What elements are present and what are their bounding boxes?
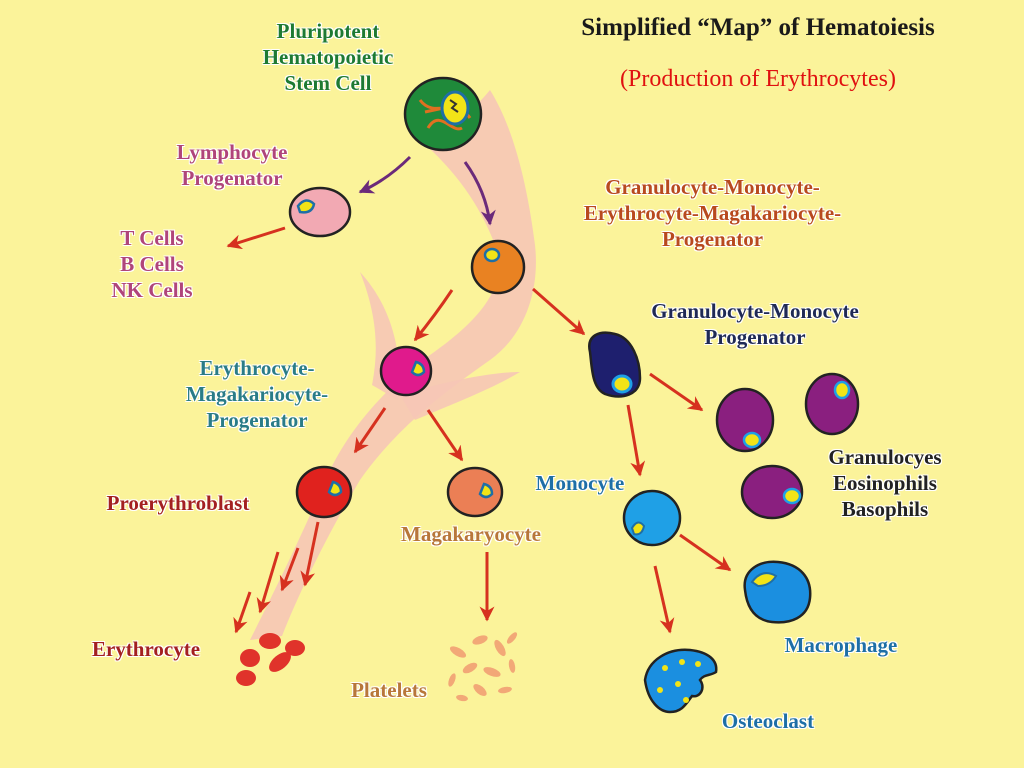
label-osteoclast: Osteoclast [721,709,815,733]
label-megakaryocyte: Magakaryocyte [401,522,541,546]
arrows [226,155,732,634]
arrow-gm-to-gran [649,372,704,412]
arrow-gmem-to-gm [532,287,586,336]
label-stem-cell: Pluripotent Hematopoietic Stem Cell [262,19,394,95]
proerythroblast-cell [295,465,353,519]
lymphocyte-progenitor-cell [288,186,352,238]
arrow-gmem-to-em [413,289,454,342]
page-subtitle: (Production of Erythrocytes) [620,66,896,92]
label-lymphocyte-progenitor: Lymphocyte Progenator [176,140,288,190]
arrow-proery-to-ery-3 [256,551,280,614]
arrow-stem-to-gmem [463,161,496,226]
arrow-em-to-mega [426,409,464,462]
arrow-em-to-proery [353,407,387,454]
page-title: Simplified “Map” of Hematoiesis [581,14,935,41]
label-proerythroblast: Proerythroblast [106,491,250,515]
osteoclast-cell [643,648,718,714]
pathway-ribbon-right [400,372,520,420]
arrow-gm-to-mono [626,404,646,477]
label-erythrocyte: Erythrocyte [91,637,201,661]
label-macrophage: Macrophage [784,633,898,657]
arrow-proery-to-ery-2 [279,547,300,592]
arrow-lymphoid-to-tcells [226,226,286,250]
gmem-progenitor-cell [470,239,526,295]
megakaryocyte-cell [446,466,504,518]
macrophage-cell [743,560,812,624]
arrow-mono-to-osteo [653,565,675,634]
label-monocyte: Monocyte [535,471,625,495]
label-em-progenitor: Erythrocyte- Magakariocyte- Progenator [185,356,329,432]
label-granulocytes: Granulocyes Eosinophils Basophils [828,445,942,521]
granulocyte-cells [715,372,860,520]
arrow-stem-to-lymphoid [358,155,412,194]
label-gm-progenitor: Granulocyte-Monocyte Progenator [651,299,859,349]
monocyte-cell [622,489,682,547]
stem-cell [403,76,483,152]
erythrocyte-cells [236,633,305,686]
arrow-proery-to-ery-4 [233,591,252,634]
label-lymphocytes: T Cells B Cells NK Cells [111,226,193,302]
arrow-proery-to-ery-1 [300,521,320,587]
arrow-mono-to-macro [679,533,732,572]
gm-progenitor-cell [588,331,642,398]
label-platelets: Platelets [351,678,427,702]
label-gmem-progenitor: Granulocyte-Monocyte- Erythrocyte-Magaka… [583,175,842,251]
em-progenitor-cell [379,345,433,397]
platelets-cluster [448,632,518,702]
